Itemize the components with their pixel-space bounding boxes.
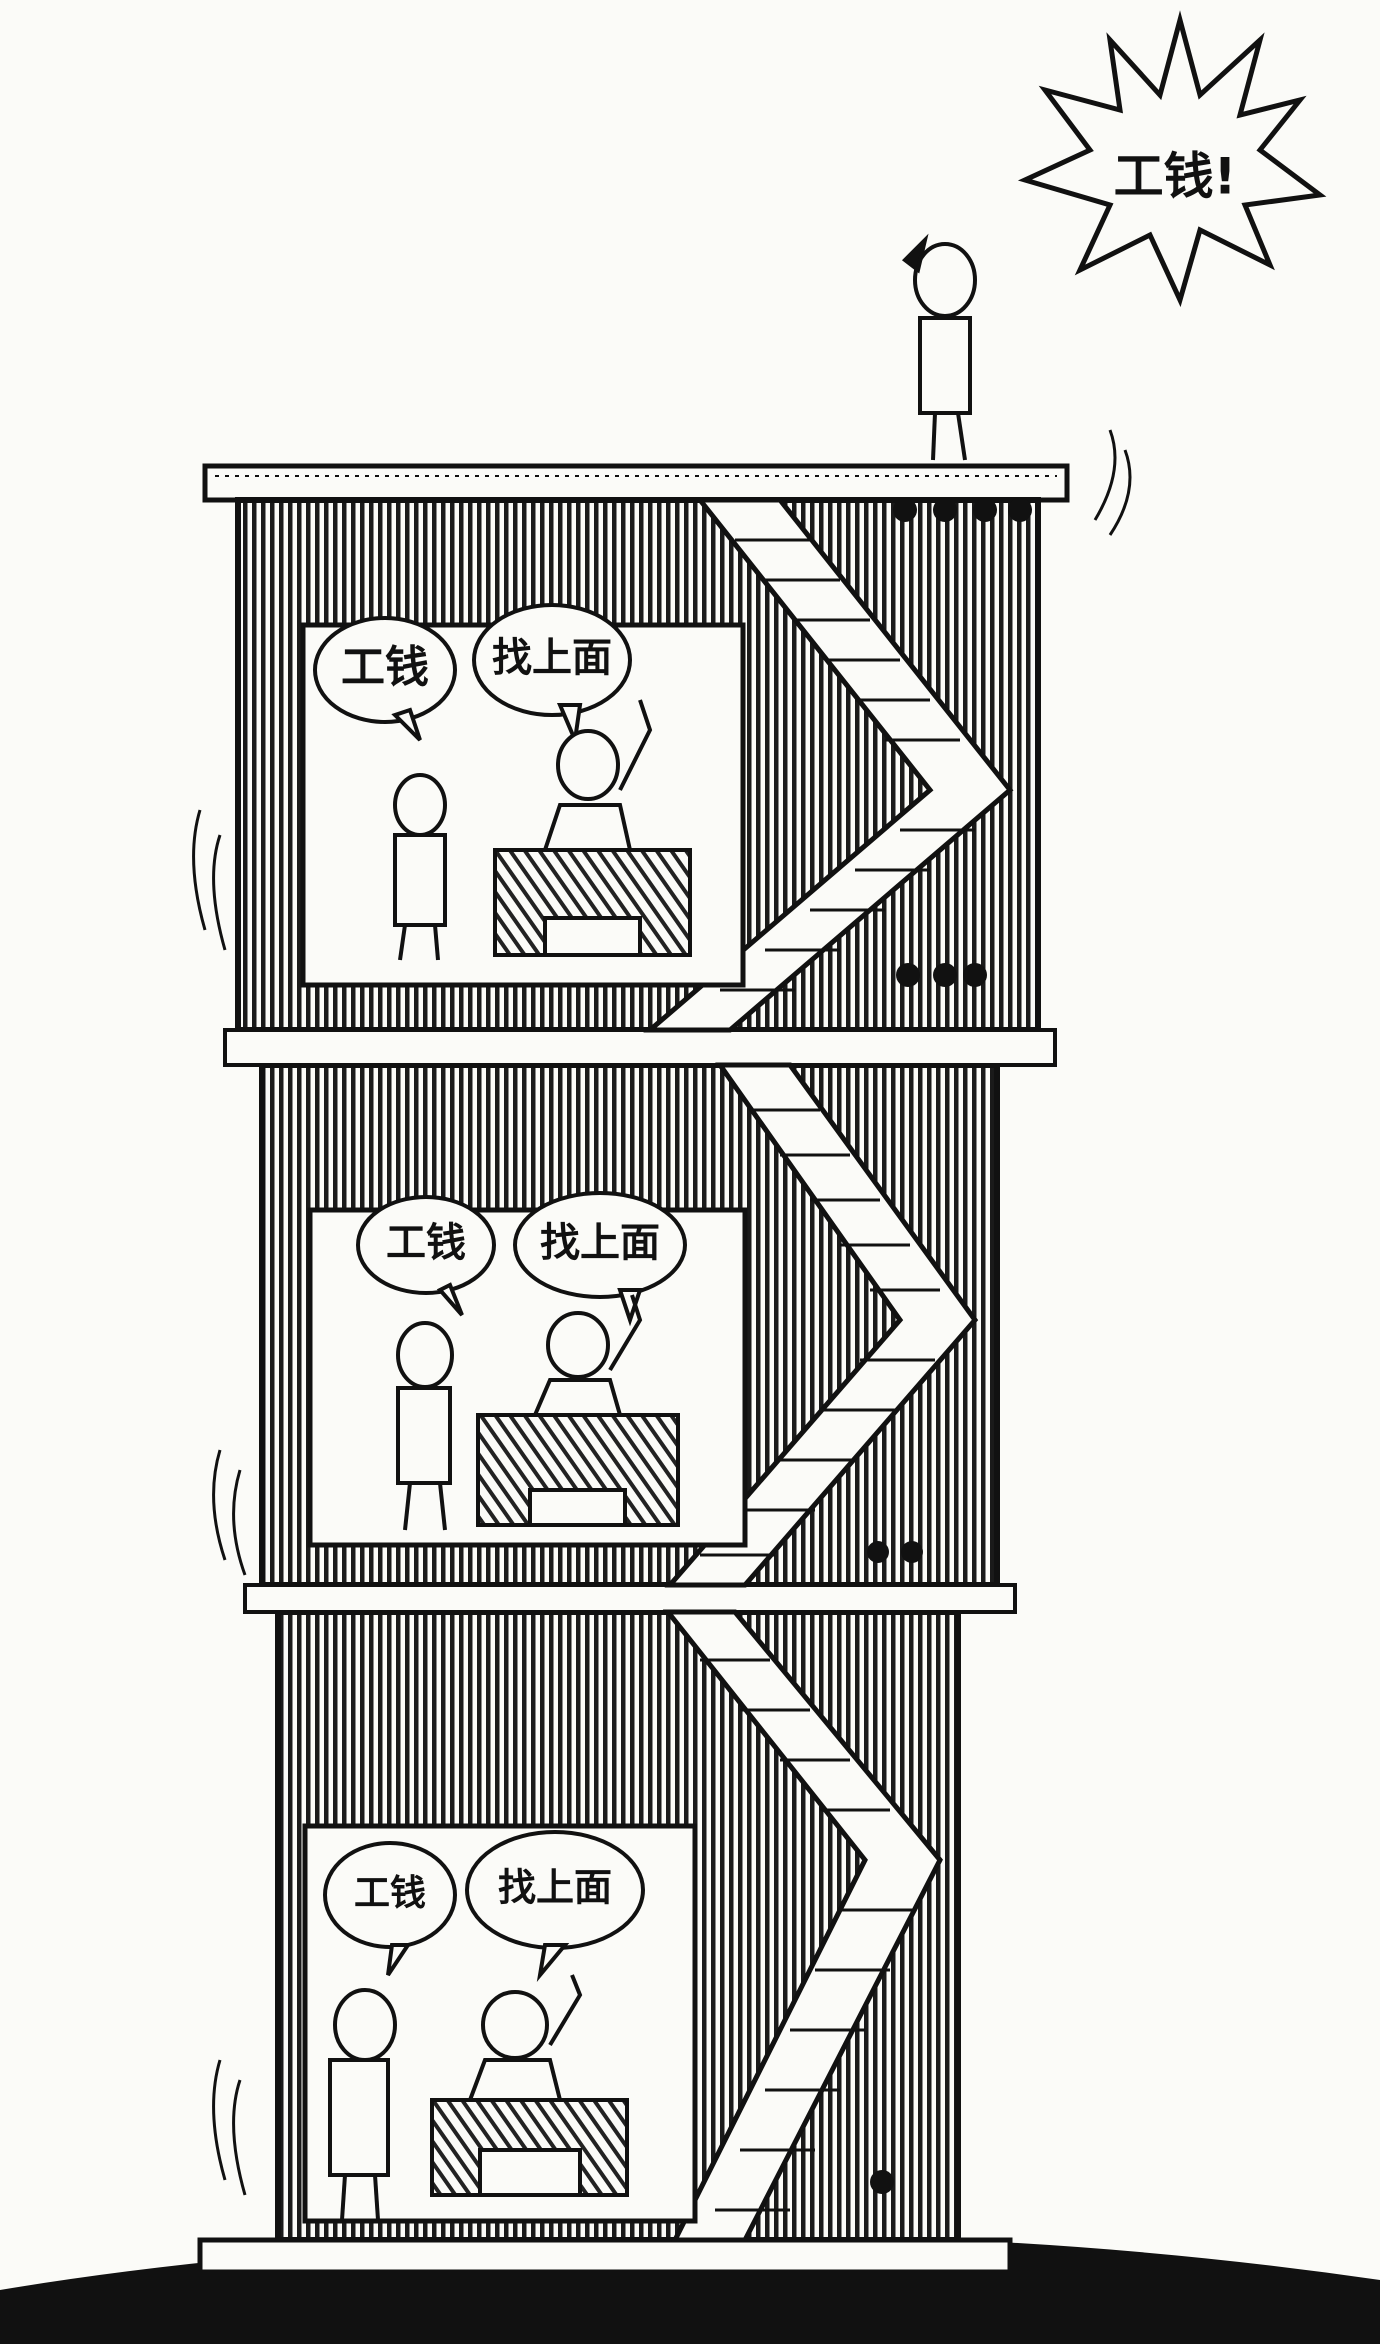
floor-3-worker-speech: 工钱 bbox=[341, 642, 429, 693]
floor-2-boss-bubble bbox=[513, 1191, 687, 1299]
floor-1-boss-speech: 找上面 bbox=[498, 1866, 612, 1910]
floor-2-scene bbox=[356, 1191, 687, 1531]
floor-2-worker-speech: 工钱 bbox=[386, 1220, 466, 1266]
floor-2-worker-bubble bbox=[356, 1195, 496, 1295]
floor-3-scene bbox=[313, 603, 692, 961]
floor-1-scene bbox=[323, 1830, 645, 2221]
rooftop-shout-text: 工钱! bbox=[1114, 148, 1237, 206]
floor-3-boss-bubble bbox=[472, 603, 632, 717]
base-slab bbox=[197, 2237, 1013, 2275]
floor-1-worker-speech: 工钱 bbox=[354, 1873, 426, 1914]
floor-3-boss-speech: 找上面 bbox=[492, 635, 612, 681]
roof-slab bbox=[202, 463, 1070, 503]
floor-3-worker-bubble bbox=[313, 616, 457, 724]
rooftop-figure bbox=[901, 233, 977, 461]
floor-2-boss-speech: 找上面 bbox=[540, 1220, 660, 1266]
rooftop-shout-burst bbox=[1017, 10, 1327, 308]
staircase bbox=[643, 497, 1014, 2243]
